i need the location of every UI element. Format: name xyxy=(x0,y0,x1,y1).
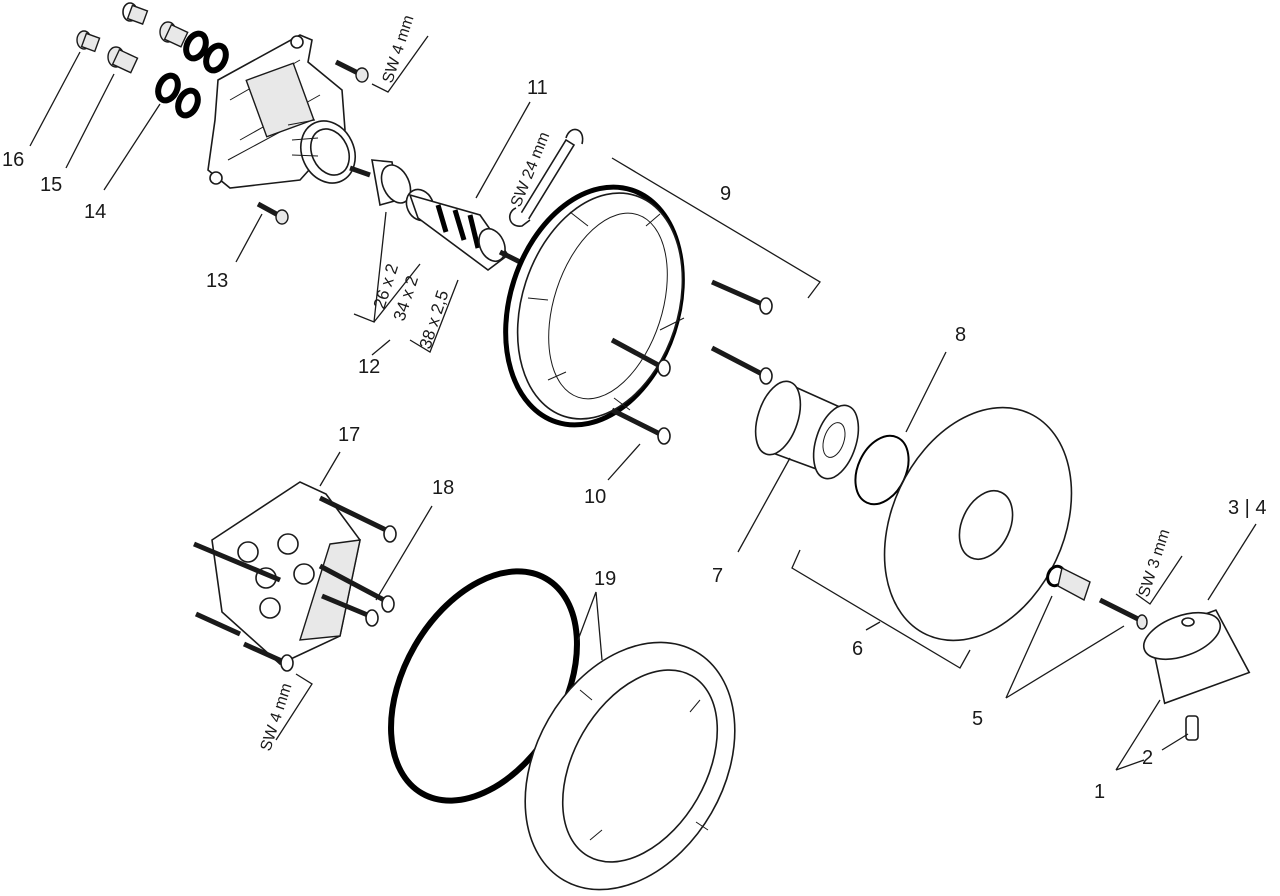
callout-7: 7 xyxy=(712,565,723,587)
callout-19: 19 xyxy=(594,568,616,590)
thermostat-handle xyxy=(1142,609,1251,705)
callout-18: 18 xyxy=(432,477,454,499)
label-sw4-top: SW 4 mm xyxy=(380,13,418,85)
connector-15 xyxy=(107,21,189,74)
frame-ring xyxy=(524,641,736,891)
callout-16: 16 xyxy=(2,149,24,171)
callout-9: 9 xyxy=(720,183,731,205)
hex-key-sw4-bottom xyxy=(275,673,313,741)
callout-17: 17 xyxy=(338,424,360,446)
extension-sleeve xyxy=(754,380,860,480)
mounting-plate xyxy=(503,184,685,428)
label-sw3: SW 3 mm xyxy=(1136,527,1174,599)
callout-2: 2 xyxy=(1142,747,1153,769)
callout-15: 15 xyxy=(40,174,62,196)
adapter-sleeve xyxy=(349,159,412,207)
label-sw4-bottom: SW 4 mm xyxy=(258,681,296,753)
connector-16 xyxy=(76,2,149,53)
screw-top xyxy=(334,59,369,83)
hex-key-sw3 xyxy=(1135,555,1183,605)
thermostatic-cartridge xyxy=(405,188,522,271)
callout-1: 1 xyxy=(1094,781,1105,803)
callout-6: 6 xyxy=(852,638,863,660)
spindle-adapter xyxy=(1046,564,1148,630)
callout-3-4: 3 | 4 xyxy=(1228,497,1267,519)
callout-8: 8 xyxy=(955,324,966,346)
callout-11: 11 xyxy=(527,77,548,99)
leader-lines xyxy=(29,51,1257,771)
installation-box xyxy=(193,481,397,672)
hex-key-sw4-top xyxy=(371,35,429,93)
callout-13: 13 xyxy=(206,270,228,292)
rosette xyxy=(883,406,1073,642)
callout-14: 14 xyxy=(84,201,106,223)
screws-10 xyxy=(610,279,773,445)
screw-13 xyxy=(256,201,289,225)
wrench-sw24 xyxy=(509,128,584,227)
o-rings-14 xyxy=(155,30,229,119)
callout-5: 5 xyxy=(972,708,983,730)
callout-12: 12 xyxy=(358,356,380,378)
callout-10: 10 xyxy=(584,486,606,508)
set-screw-2 xyxy=(1185,715,1199,741)
label-oring-38x2-5: 38 x 2,5 xyxy=(416,288,453,351)
mixer-body xyxy=(207,34,356,189)
